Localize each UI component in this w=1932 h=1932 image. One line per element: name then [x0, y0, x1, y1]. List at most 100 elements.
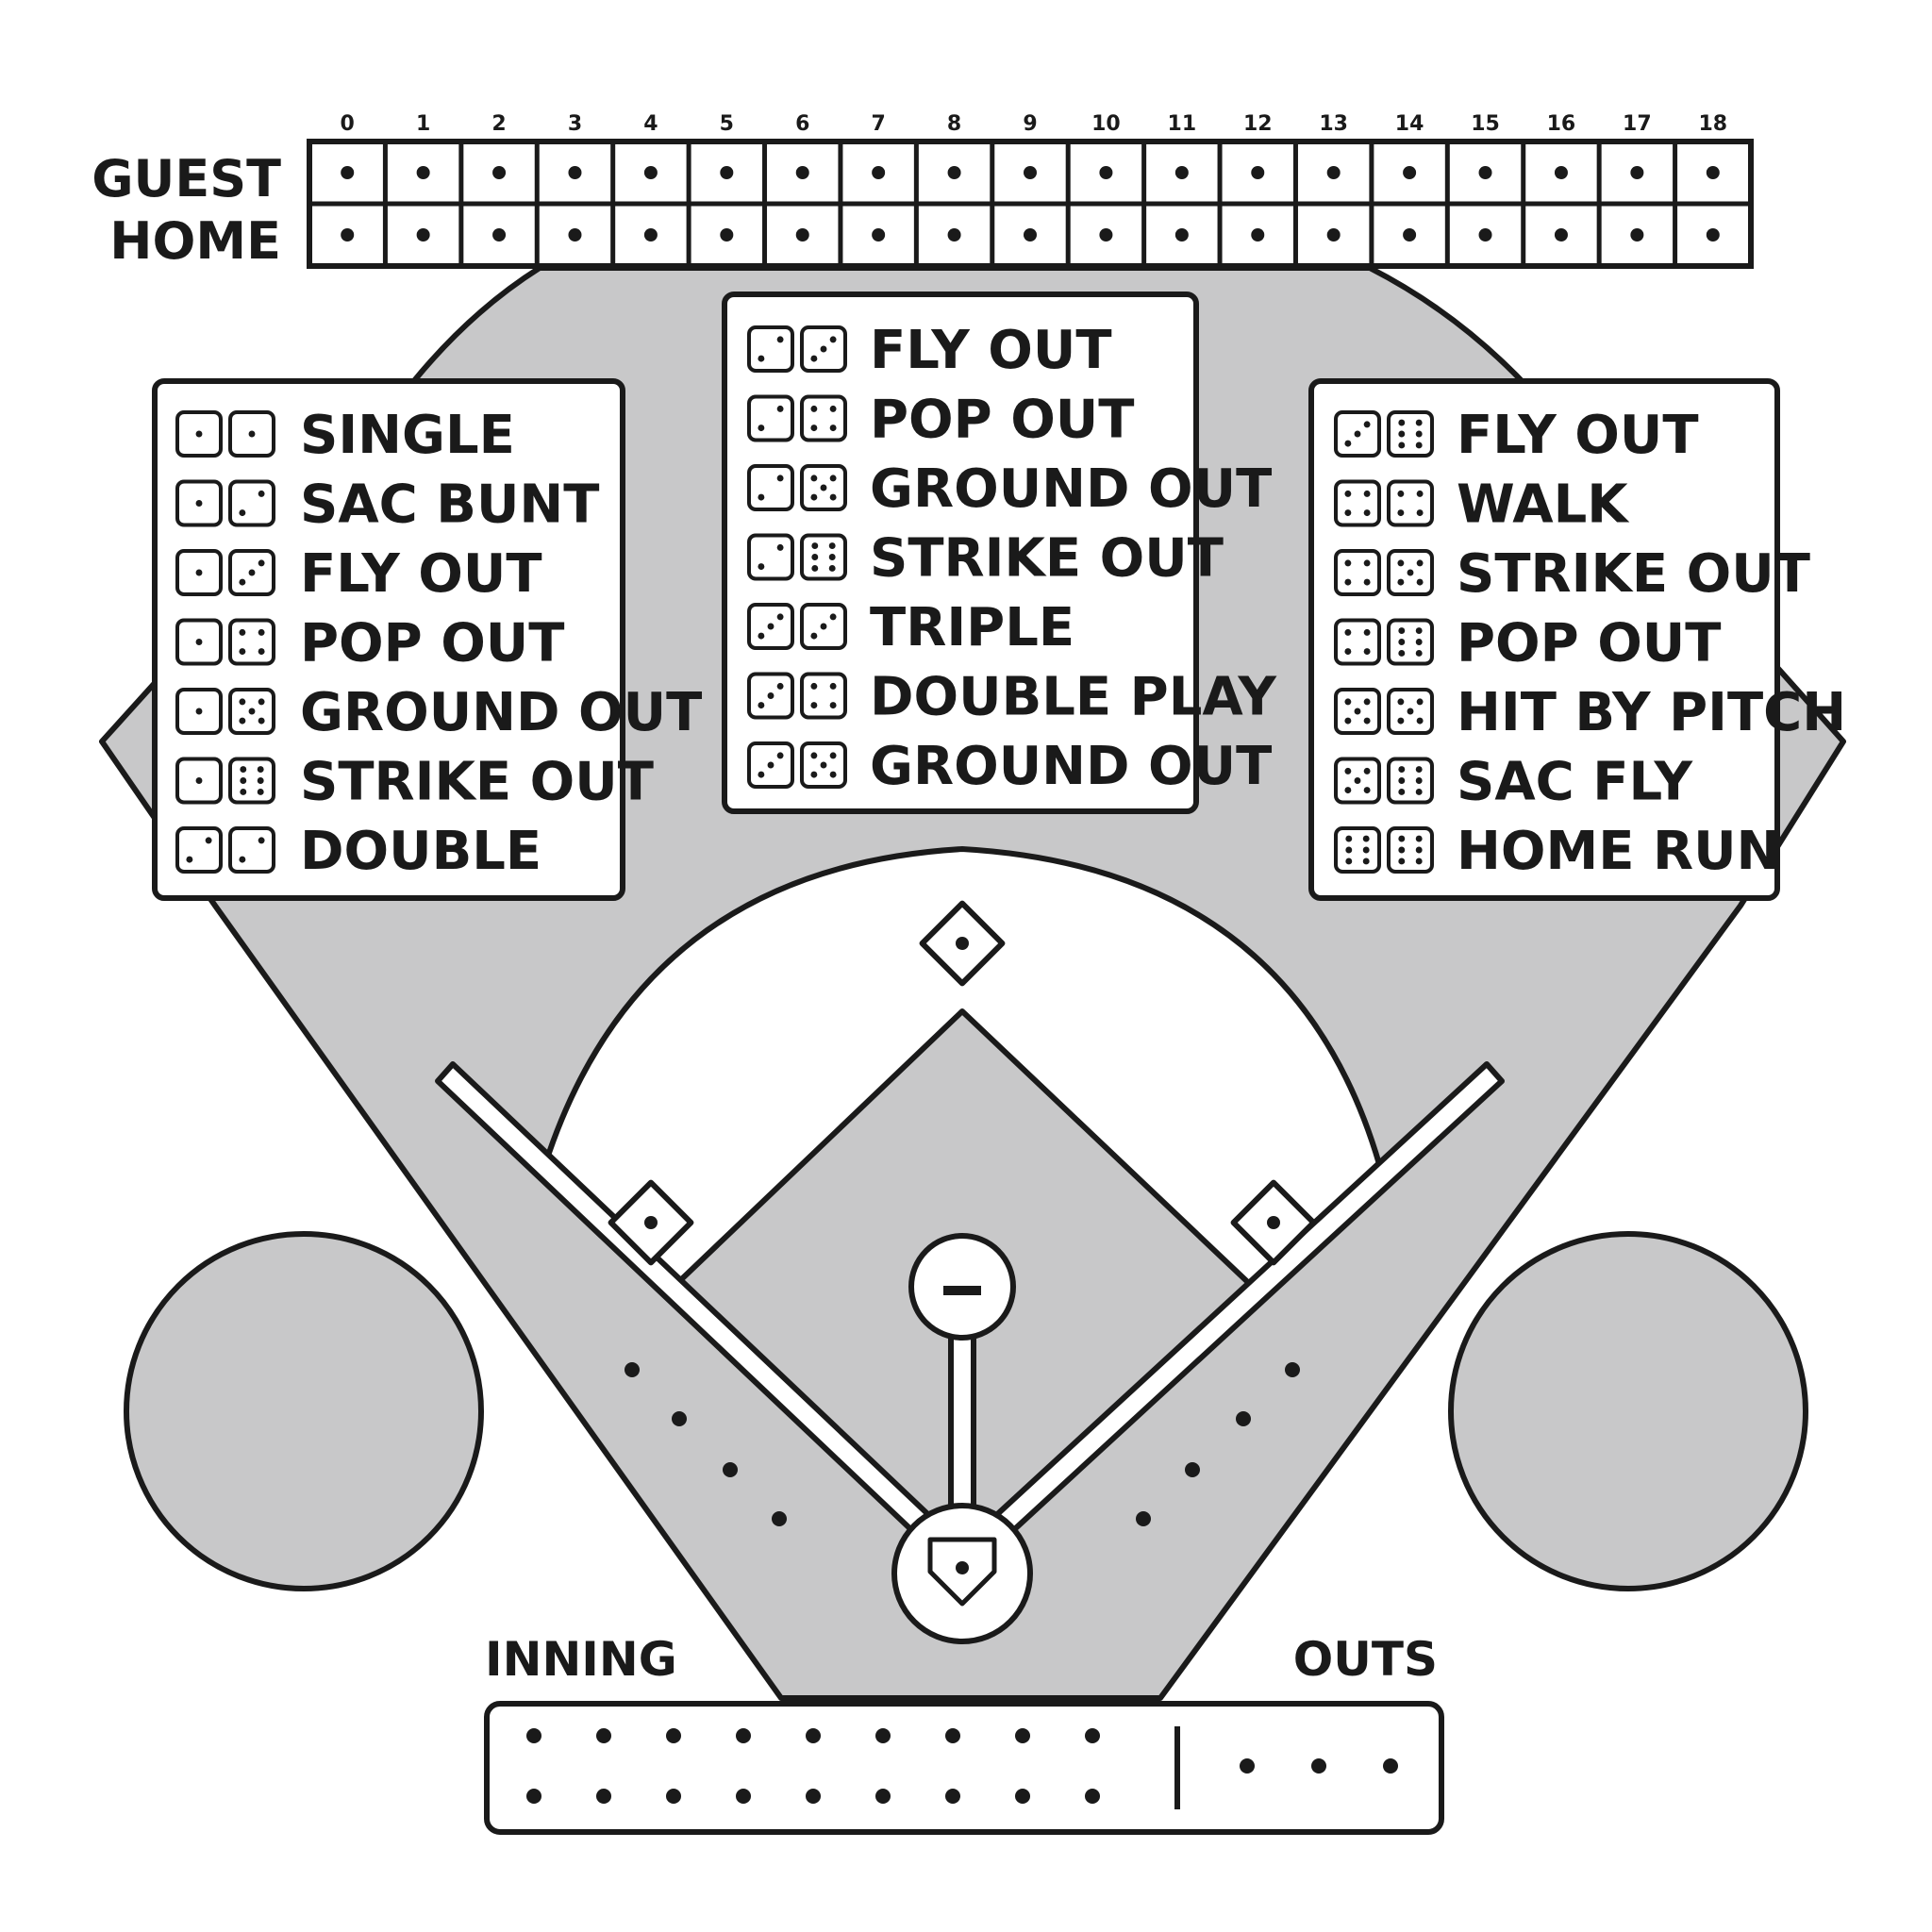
- outcome-row: GROUND OUT: [747, 736, 1272, 797]
- outcome-row: FLY OUT: [1334, 405, 1699, 466]
- die-face-5: [800, 464, 847, 511]
- die-face-4: [1387, 479, 1434, 527]
- die-face-5: [1387, 688, 1434, 735]
- inning-peg-home[interactable]: [596, 1789, 611, 1804]
- inning-number: 10: [1091, 112, 1121, 136]
- outs-label: OUTS: [1293, 1632, 1438, 1687]
- inning-peg-guest[interactable]: [806, 1728, 821, 1743]
- inning-peg-home[interactable]: [736, 1789, 751, 1804]
- home-score-peg[interactable]: [795, 228, 809, 242]
- inning-peg-guest[interactable]: [666, 1728, 681, 1743]
- outcome-label: STRIKE OUT: [870, 528, 1224, 590]
- inning-peg-guest[interactable]: [526, 1728, 541, 1743]
- home-score-peg[interactable]: [1630, 228, 1644, 242]
- outcome-row: POP OUT: [1334, 613, 1721, 675]
- guest-score-peg[interactable]: [1099, 166, 1113, 179]
- guest-score-peg[interactable]: [795, 166, 809, 179]
- guest-score-peg[interactable]: [568, 166, 582, 179]
- guest-score-peg[interactable]: [643, 166, 658, 179]
- inning-peg-home[interactable]: [945, 1789, 960, 1804]
- home-score-peg[interactable]: [1024, 228, 1037, 242]
- dice-circle-left[interactable]: [124, 1231, 484, 1591]
- inning-number: 6: [795, 112, 809, 136]
- outs-dots[interactable]: [1240, 1758, 1398, 1774]
- scoreboard-cells[interactable]: [309, 142, 1751, 266]
- inning-peg-guest[interactable]: [736, 1728, 751, 1743]
- inning-peg-guest[interactable]: [1015, 1728, 1030, 1743]
- inning-number: 15: [1471, 112, 1500, 136]
- guest-score-peg[interactable]: [416, 166, 430, 179]
- guest-score-peg[interactable]: [720, 166, 734, 179]
- out-peg[interactable]: [1383, 1758, 1398, 1774]
- outcome-label: DOUBLE: [300, 821, 541, 882]
- guest-score-peg[interactable]: [1326, 166, 1341, 179]
- home-score-peg[interactable]: [492, 228, 507, 242]
- home-score-peg[interactable]: [872, 228, 886, 242]
- inning-peg-home[interactable]: [875, 1789, 891, 1804]
- inning-peg-home[interactable]: [806, 1789, 821, 1804]
- home-score-peg[interactable]: [1403, 228, 1417, 242]
- guest-score-peg[interactable]: [492, 166, 507, 179]
- home-score-peg[interactable]: [1706, 228, 1720, 242]
- guest-score-peg[interactable]: [1174, 166, 1189, 179]
- die-face-4: [800, 394, 847, 442]
- guest-score-peg[interactable]: [341, 166, 355, 179]
- guest-score-peg[interactable]: [872, 166, 886, 179]
- home-score-peg[interactable]: [1554, 228, 1568, 242]
- inning-peg-home[interactable]: [1015, 1789, 1030, 1804]
- out-peg[interactable]: [1311, 1758, 1326, 1774]
- guest-score-peg[interactable]: [1706, 166, 1720, 179]
- inning-peg-guest[interactable]: [1085, 1728, 1100, 1743]
- guest-score-peg[interactable]: [1630, 166, 1644, 179]
- guest-score-peg[interactable]: [1024, 166, 1037, 179]
- home-score-peg[interactable]: [1326, 228, 1341, 242]
- home-score-peg[interactable]: [1174, 228, 1189, 242]
- guest-score-peg[interactable]: [1478, 166, 1492, 179]
- home-score-peg[interactable]: [1478, 228, 1492, 242]
- die-face-2: [228, 479, 275, 527]
- die-face-3: [800, 325, 847, 373]
- home-label: HOME: [109, 211, 281, 271]
- inning-peg-home[interactable]: [526, 1789, 541, 1804]
- first-base-dot: [1267, 1216, 1280, 1229]
- inning-number: 4: [643, 112, 658, 136]
- out-peg[interactable]: [1240, 1758, 1255, 1774]
- home-score-peg[interactable]: [720, 228, 734, 242]
- home-score-peg[interactable]: [416, 228, 430, 242]
- die-face-3: [747, 741, 794, 789]
- inning-peg-guest[interactable]: [945, 1728, 960, 1743]
- inning-peg-home[interactable]: [1085, 1789, 1100, 1804]
- outcome-row: GROUND OUT: [175, 682, 702, 743]
- pitcher-lane: [948, 1318, 976, 1512]
- home-score-peg[interactable]: [341, 228, 355, 242]
- outcome-row: STRIKE OUT: [175, 752, 654, 813]
- inning-peg-guest[interactable]: [596, 1728, 611, 1743]
- home-score-peg[interactable]: [1251, 228, 1265, 242]
- dice-circle-right[interactable]: [1448, 1231, 1808, 1591]
- home-score-peg[interactable]: [643, 228, 658, 242]
- inning-peg-guest[interactable]: [875, 1728, 891, 1743]
- dugout-dots-right: [1136, 1362, 1300, 1526]
- die-face-2: [747, 325, 794, 373]
- guest-score-peg[interactable]: [1554, 166, 1568, 179]
- outcome-row: POP OUT: [747, 390, 1134, 451]
- die-face-4: [800, 672, 847, 720]
- guest-score-peg[interactable]: [1403, 166, 1417, 179]
- inning-peg-home[interactable]: [666, 1789, 681, 1804]
- outcome-label: STRIKE OUT: [1457, 543, 1810, 605]
- home-score-peg[interactable]: [568, 228, 582, 242]
- inning-number: 17: [1623, 112, 1652, 136]
- die-face-6: [1334, 826, 1381, 874]
- inning-dots[interactable]: [526, 1728, 1100, 1804]
- die-face-1: [228, 410, 275, 458]
- die-face-4: [1334, 549, 1381, 596]
- home-score-peg[interactable]: [1099, 228, 1113, 242]
- home-score-peg[interactable]: [947, 228, 961, 242]
- guest-score-peg[interactable]: [1251, 166, 1265, 179]
- die-face-4: [228, 618, 275, 666]
- guest-score-peg[interactable]: [947, 166, 961, 179]
